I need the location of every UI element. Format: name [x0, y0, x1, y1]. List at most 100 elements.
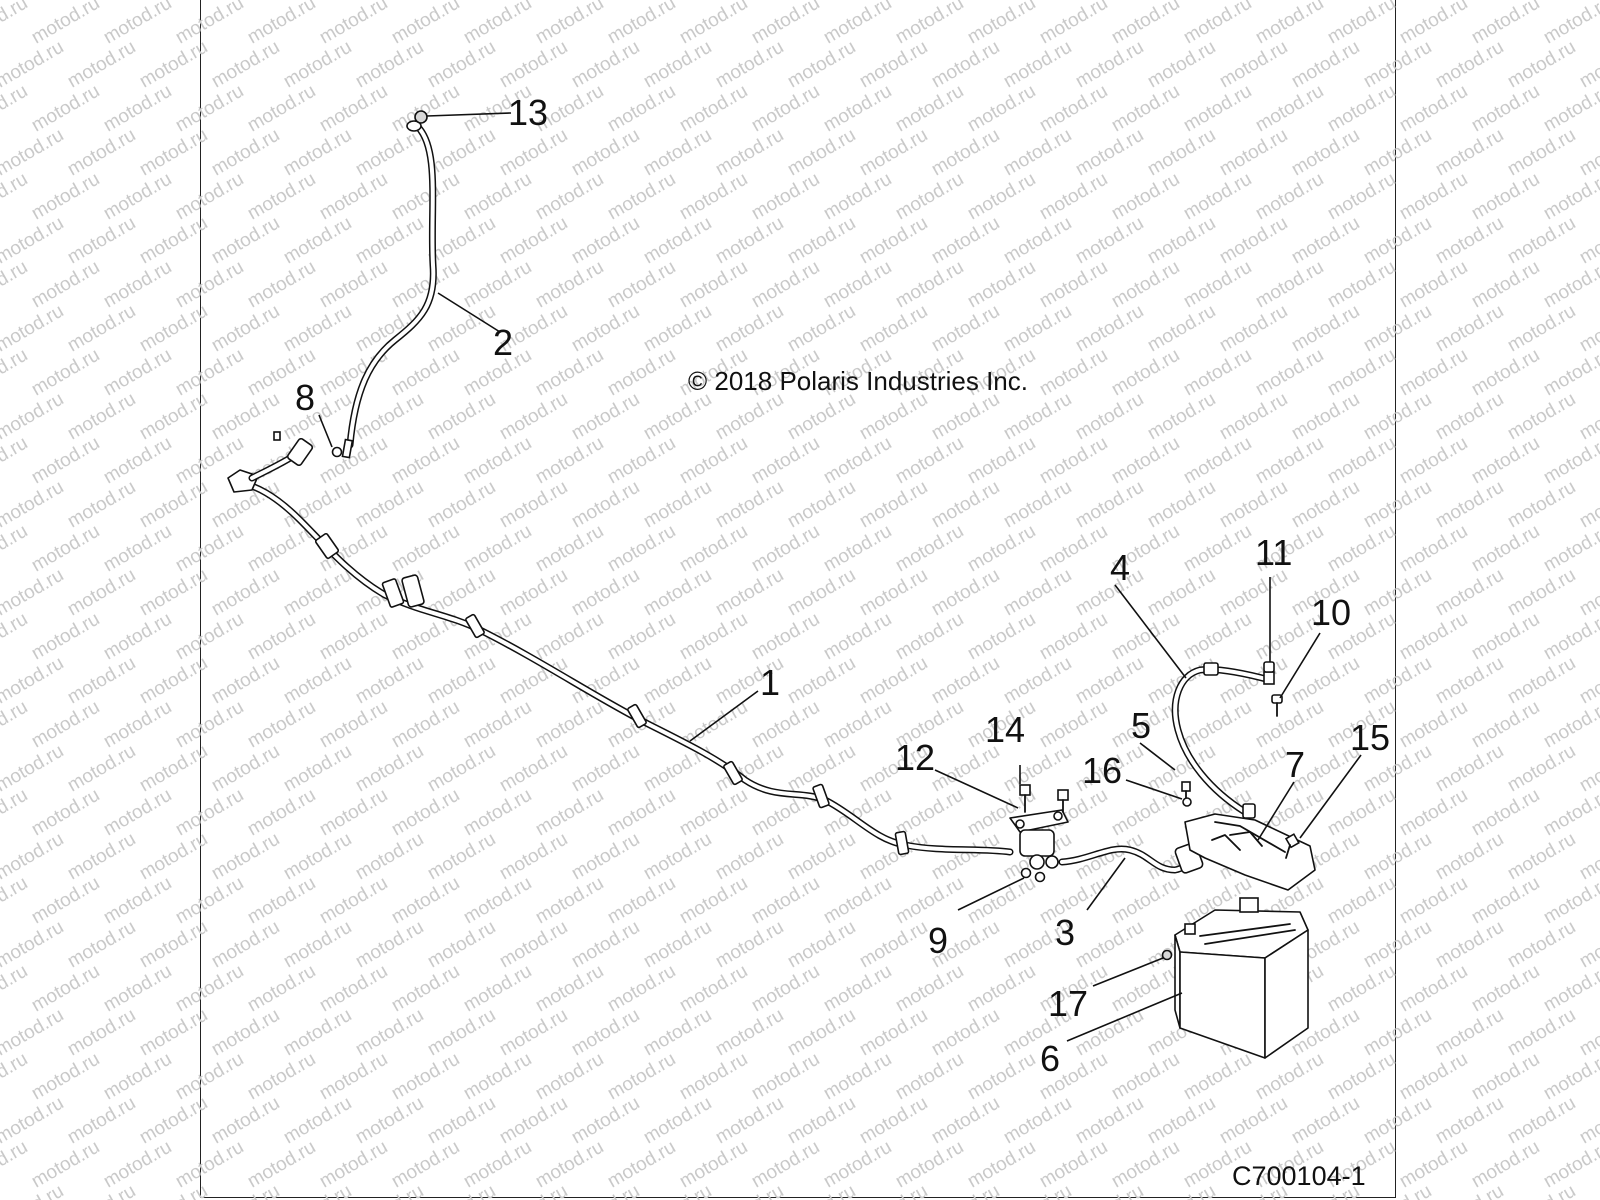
watermark-text: motod.ru	[172, 1137, 247, 1193]
watermark-text: motod.ru	[64, 125, 139, 181]
watermark-text: motod.ru	[640, 125, 715, 181]
watermark-text: motod.ru	[856, 1005, 931, 1061]
watermark-text: motod.ru	[352, 125, 427, 181]
watermark-text: motod.ru	[1468, 785, 1543, 841]
watermark-text: motod.ru	[856, 37, 931, 93]
watermark-text: motod.ru	[676, 1137, 751, 1193]
watermark-text: motod.ru	[460, 785, 535, 841]
watermark-text: motod.ru	[136, 1093, 211, 1149]
watermark-text: motod.ru	[964, 873, 1039, 929]
watermark-text: motod.ru	[1396, 697, 1471, 753]
watermark-text: motod.ru	[1108, 81, 1183, 137]
watermark-text: motod.ru	[532, 1049, 607, 1105]
watermark-text: motod.ru	[352, 37, 427, 93]
watermark-text: motod.ru	[496, 37, 571, 93]
callout-2: 2	[493, 322, 513, 363]
watermark-text: motod.ru	[1144, 565, 1219, 621]
watermark-text: motod.ru	[1180, 345, 1255, 401]
watermark-text: motod.ru	[604, 433, 679, 489]
watermark-text: motod.ru	[136, 565, 211, 621]
watermark-text: motod.ru	[640, 917, 715, 973]
watermark-text: motod.ru	[64, 213, 139, 269]
watermark-text: motod.ru	[100, 81, 175, 137]
watermark-text: motod.ru	[208, 565, 283, 621]
watermark-text: motod.ru	[28, 81, 103, 137]
watermark-text: motod.ru	[172, 521, 247, 577]
watermark-text: motod.ru	[676, 433, 751, 489]
watermark-text: motod.ru	[676, 257, 751, 313]
watermark-text: motod.ru	[244, 169, 319, 225]
watermark-text: motod.ru	[1396, 1049, 1471, 1105]
watermark-text: motod.ru	[1144, 1093, 1219, 1149]
watermark-text: motod.ru	[892, 1049, 967, 1105]
watermark-text: motod.ru	[100, 257, 175, 313]
watermark-text: motod.ru	[424, 389, 499, 445]
watermark-text: motod.ru	[604, 257, 679, 313]
watermark-text: motod.ru	[1576, 1181, 1600, 1200]
watermark-text: motod.ru	[568, 1181, 643, 1200]
watermark-text: motod.ru	[928, 1181, 1003, 1200]
watermark-text: motod.ru	[748, 521, 823, 577]
watermark-text: motod.ru	[820, 433, 895, 489]
watermark-text: motod.ru	[352, 829, 427, 885]
watermark-text: motod.ru	[208, 125, 283, 181]
watermark-text: motod.ru	[64, 741, 139, 797]
watermark-text: motod.ru	[604, 81, 679, 137]
watermark-text: motod.ru	[172, 345, 247, 401]
callout-5: 5	[1131, 705, 1151, 746]
watermark-text: motod.ru	[640, 37, 715, 93]
watermark-text: motod.ru	[1504, 1005, 1579, 1061]
watermark-text: motod.ru	[784, 37, 859, 93]
watermark-text: motod.ru	[748, 1137, 823, 1193]
watermark-text: motod.ru	[892, 169, 967, 225]
watermark-text: motod.ru	[208, 1005, 283, 1061]
watermark-text: motod.ru	[388, 0, 463, 48]
watermark-text: motod.ru	[460, 697, 535, 753]
watermark-text: motod.ru	[100, 0, 175, 48]
watermark-text: motod.ru	[460, 873, 535, 929]
watermark-text: motod.ru	[0, 1137, 31, 1193]
watermark-text: motod.ru	[1216, 301, 1291, 357]
watermark-text: motod.ru	[496, 389, 571, 445]
watermark-text: motod.ru	[388, 873, 463, 929]
watermark-text: motod.ru	[1324, 521, 1399, 577]
watermark-text: motod.ru	[964, 1049, 1039, 1105]
watermark-text: motod.ru	[28, 697, 103, 753]
watermark-text: motod.ru	[424, 301, 499, 357]
watermark-text: motod.ru	[64, 389, 139, 445]
watermark-text: motod.ru	[460, 169, 535, 225]
watermark-text: motod.ru	[316, 785, 391, 841]
watermark-text: motod.ru	[712, 1005, 787, 1061]
watermark-text: motod.ru	[640, 565, 715, 621]
watermark-text: motod.ru	[964, 257, 1039, 313]
watermark-text: motod.ru	[892, 257, 967, 313]
watermark-text: motod.ru	[1072, 477, 1147, 533]
watermark-text: motod.ru	[1468, 1049, 1543, 1105]
watermark-text: motod.ru	[64, 37, 139, 93]
watermark-text: motod.ru	[1324, 257, 1399, 313]
watermark-text: motod.ru	[352, 1005, 427, 1061]
watermark-text: motod.ru	[604, 0, 679, 48]
watermark-text: motod.ru	[0, 477, 67, 533]
watermark-text: motod.ru	[1360, 917, 1435, 973]
watermark-text: motod.ru	[388, 169, 463, 225]
watermark-text: motod.ru	[388, 433, 463, 489]
watermark-text: motod.ru	[568, 741, 643, 797]
watermark-text: motod.ru	[496, 1093, 571, 1149]
watermark-text: motod.ru	[1576, 301, 1600, 357]
watermark-text: motod.ru	[460, 1137, 535, 1193]
callout-7: 7	[1285, 744, 1305, 785]
watermark-text: motod.ru	[1360, 213, 1435, 269]
watermark-text: motod.ru	[280, 1181, 355, 1200]
watermark-text: motod.ru	[856, 213, 931, 269]
watermark-text: motod.ru	[1432, 477, 1507, 533]
watermark-text: motod.ru	[1504, 477, 1579, 533]
watermark-text: motod.ru	[496, 1181, 571, 1200]
watermark-text: motod.ru	[1180, 609, 1255, 665]
watermark-text: motod.ru	[208, 213, 283, 269]
watermark-text: motod.ru	[1108, 345, 1183, 401]
watermark-text: motod.ru	[0, 873, 31, 929]
watermark-text: motod.ru	[136, 389, 211, 445]
